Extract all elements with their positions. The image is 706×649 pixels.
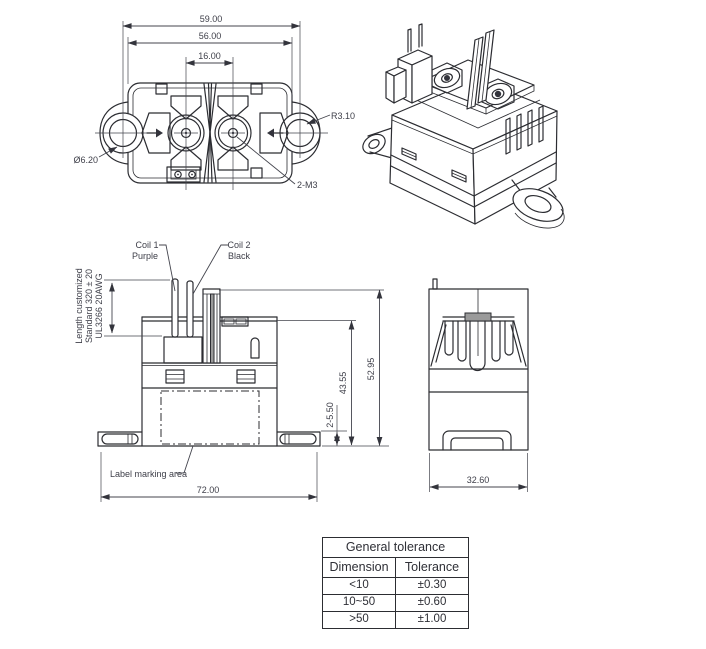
tolerance-value: ±1.00 xyxy=(395,611,469,629)
dimension-range: >50 xyxy=(322,611,396,629)
front-view: Length customized Standard 320 ± 20 UL32… xyxy=(74,240,389,502)
dim-flange-thickness: 2-5.50 xyxy=(325,402,335,428)
dim-overall-width: 59.00 xyxy=(200,14,223,24)
flow-arrow-left xyxy=(267,128,274,138)
dim-depth: 32.60 xyxy=(467,475,490,485)
dimension-range: 10~50 xyxy=(322,594,396,612)
isometric-view xyxy=(362,23,565,229)
label-coil1-color: Purple xyxy=(132,251,158,261)
tolerance-row: <10 ±0.30 xyxy=(322,577,469,595)
dim-body-width: 56.00 xyxy=(199,31,222,41)
flow-arrow-right xyxy=(156,128,163,138)
dimension-range: <10 xyxy=(322,577,396,595)
wire-note-line1: Length customized xyxy=(74,268,84,344)
tolerance-row: 10~50 ±0.60 xyxy=(322,594,469,612)
tolerance-row: >50 ±1.00 xyxy=(322,611,469,629)
wire-note-line2: Standard 320 ± 20 xyxy=(84,269,94,343)
label-ear-radius: R3.10 xyxy=(331,111,355,121)
label-hole-diameter: Ø6.20 xyxy=(73,155,98,165)
tolerance-value: ±0.30 xyxy=(395,577,469,595)
label-thread: 2-M3 xyxy=(297,180,318,190)
col-header-dimension: Dimension xyxy=(322,557,396,578)
tolerance-table: General tolerance Dimension Tolerance <1… xyxy=(322,537,469,629)
tolerance-table-title-row: General tolerance xyxy=(322,537,469,558)
side-view: 32.60 xyxy=(428,278,529,492)
label-coil1: Coil 1 xyxy=(135,240,158,250)
dim-height-total: 52.95 xyxy=(366,358,376,381)
label-coil2: Coil 2 xyxy=(227,240,250,250)
col-header-tolerance: Tolerance xyxy=(395,557,469,578)
tolerance-value: ±0.60 xyxy=(395,594,469,612)
tolerance-table-title: General tolerance xyxy=(322,537,469,558)
dim-terminal-pitch: 16.00 xyxy=(198,51,221,61)
wire-note-line3: UL3266 20AWG xyxy=(94,273,104,338)
top-view: 59.00 56.00 16.00 R3.10 Ø6.20 2-M3 xyxy=(73,14,355,190)
dim-height-body: 43.55 xyxy=(338,372,348,395)
label-marking-area: Label marking area xyxy=(110,469,187,479)
tolerance-table-header-row: Dimension Tolerance xyxy=(322,557,469,578)
dim-front-width: 72.00 xyxy=(197,485,220,495)
label-coil2-color: Black xyxy=(228,251,251,261)
